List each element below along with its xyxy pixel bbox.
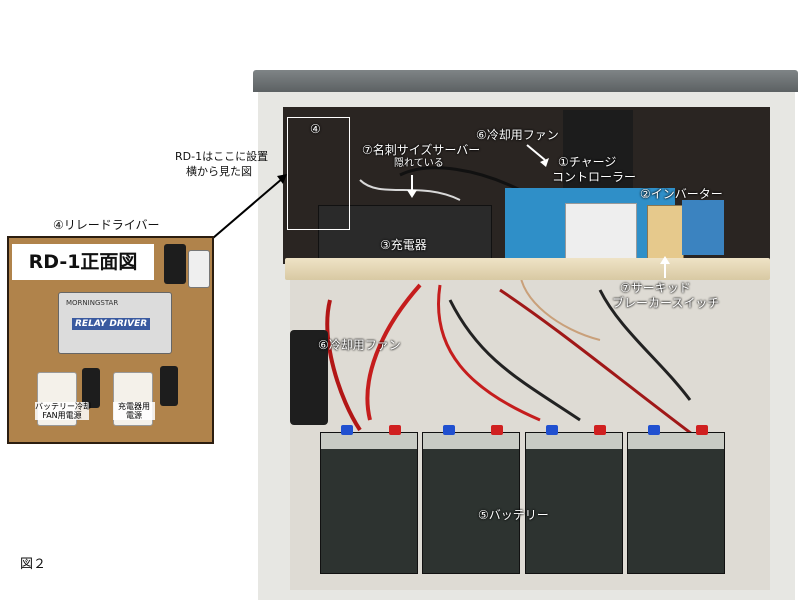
card-server-label: ⑦名刺サイズサーバー [362, 143, 481, 157]
hidden-label: 隠れている [394, 158, 444, 169]
battery-1 [320, 425, 418, 574]
battery-2 [422, 425, 520, 574]
relay-socket-icon [82, 368, 100, 408]
charge-controller-label-2: コントローラー [552, 170, 637, 184]
battery-3 [525, 425, 623, 574]
device-name: RELAY DRIVER [72, 318, 151, 330]
battery-4 [627, 425, 725, 574]
note-line-2: 横から見た図 [186, 165, 252, 178]
device-brand: MORNINGSTAR [66, 299, 119, 307]
heatsink [563, 110, 633, 190]
inset-title: RD-1正面図 [12, 244, 154, 280]
breaker-label-1: ⑦サーキッド [620, 281, 691, 295]
cabinet-roof [253, 70, 798, 92]
box-marker-label: ④ [310, 122, 321, 136]
inset-header: ④リレードライバー [53, 218, 160, 232]
rd1-location-box [287, 117, 350, 230]
cooling-fan-left [290, 330, 328, 425]
charge-controller-label-1: ①チャージ [558, 155, 617, 169]
note-line-1: RD-1はここに設置 [175, 150, 269, 163]
battery-label: ⑤バッテリー [478, 508, 549, 522]
outlet-right-caption: 充電器用電源 [113, 402, 155, 420]
shelf [285, 258, 770, 280]
figure-label: 図２ [20, 557, 47, 572]
breaker-label-2: ブレーカースイッチ [612, 296, 720, 310]
fan-top-label: ⑥冷却用ファン [476, 128, 559, 142]
breaker-housing [682, 200, 724, 255]
inverter-label: ②インバーター [640, 187, 723, 201]
plug-icon [188, 250, 210, 288]
charger-label: ③充電器 [380, 238, 427, 252]
fan-left-label: ⑥冷却用ファン [318, 338, 401, 352]
relay-socket-icon [160, 366, 178, 406]
charger-device [318, 205, 492, 262]
plug-icon [164, 244, 186, 284]
